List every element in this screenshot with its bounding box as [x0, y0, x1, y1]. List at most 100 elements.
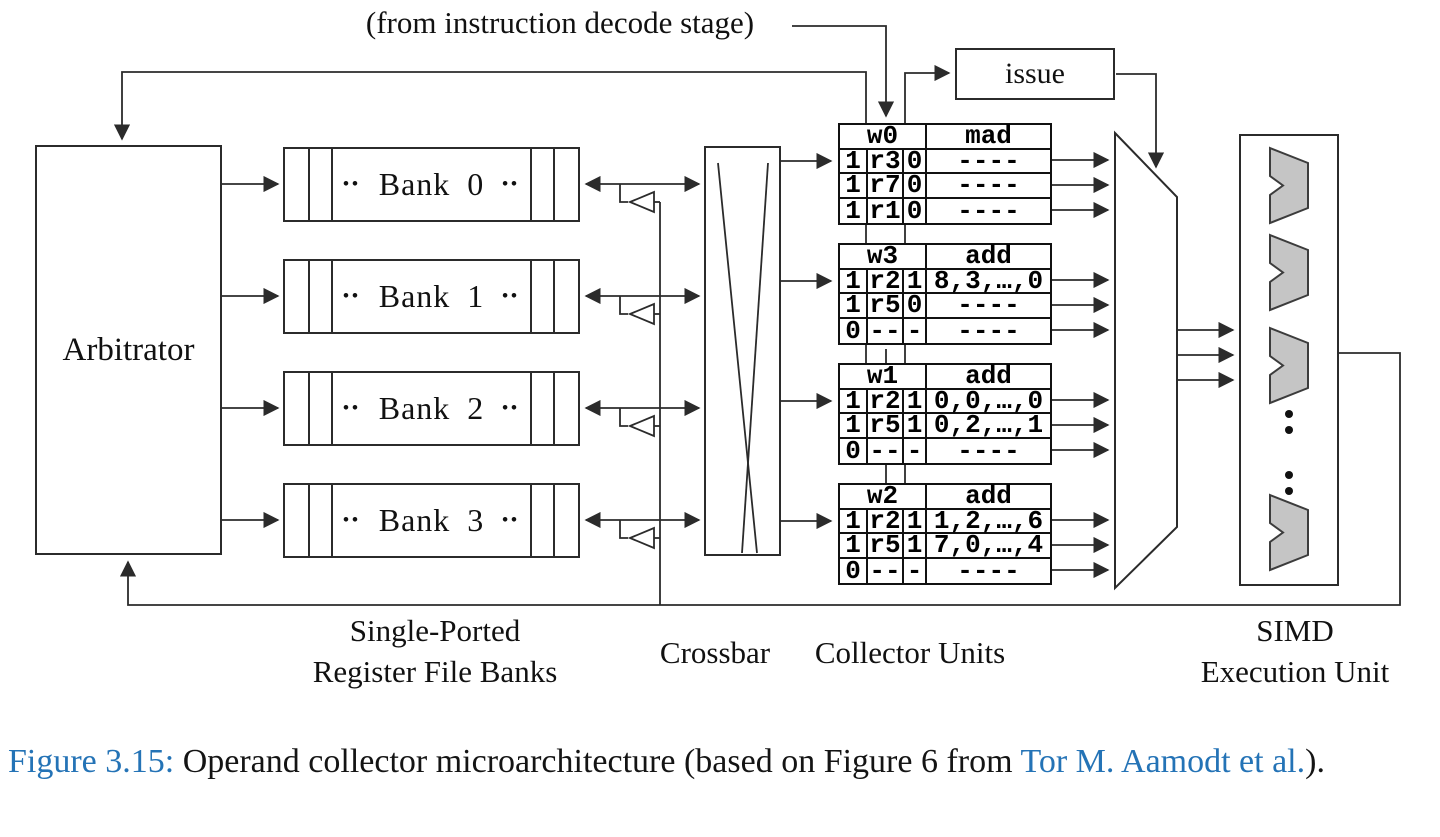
- cu-cell: r7: [868, 173, 904, 199]
- bank-slot-divider: [308, 149, 310, 220]
- cu-cell: -: [904, 318, 927, 343]
- cu-cell: 1: [904, 533, 927, 559]
- cu-cell: 0: [840, 318, 868, 343]
- cu-cell: r2: [868, 508, 904, 534]
- register-banks-label: Single-Ported Register File Banks: [280, 610, 590, 692]
- issue-box: issue: [955, 48, 1115, 100]
- alu-icon: [1269, 233, 1309, 312]
- alu-icon: [1269, 326, 1309, 405]
- bank-slot-divider: [308, 485, 310, 556]
- cu-op-label: add: [927, 244, 1050, 270]
- buffer-triangle-icon: [627, 302, 655, 326]
- ellipsis-dot: [1285, 426, 1293, 434]
- cu-cell: --: [868, 438, 904, 463]
- bank-dots: ••: [343, 173, 361, 193]
- bank-label: Bank 2: [378, 390, 485, 426]
- mux-shape: [1114, 130, 1178, 591]
- cu-cell: 0: [904, 173, 927, 199]
- simd-label-line1: SIMD: [1256, 613, 1334, 648]
- bank-slot-divider: [308, 261, 310, 332]
- cu-cell: 0: [840, 438, 868, 463]
- buffer-triangle-icon: [627, 526, 655, 550]
- bank-label: Bank 3: [378, 502, 485, 538]
- cu-cell: r3: [868, 148, 904, 174]
- cu-cell: r2: [868, 268, 904, 294]
- cu-cell: 1: [840, 533, 868, 559]
- bank-slot-divider: [331, 149, 333, 220]
- wire-issue-to-mux: [1116, 73, 1165, 169]
- wire-buffer2: [619, 408, 628, 427]
- figure-caption: Figure 3.15: Operand collector microarch…: [8, 739, 1432, 784]
- bank-slot-divider: [530, 261, 532, 332]
- bank-label: Bank 1: [378, 278, 485, 314]
- decode-stage-note: (from instruction decode stage): [365, 5, 755, 40]
- arbitrator-box: Arbitrator: [35, 145, 222, 555]
- bank-slot-divider: [553, 485, 555, 556]
- arbitrator-label: Arbitrator: [62, 331, 195, 368]
- cu-cell: ----: [957, 435, 1020, 466]
- cu-cell: 1: [904, 268, 927, 294]
- cu-cell: 1: [840, 388, 868, 414]
- cu-cell: 1: [904, 508, 927, 534]
- crossbar-x-line: [717, 162, 758, 554]
- buffer-triangle-icon: [627, 190, 655, 214]
- cu-cell: 1: [840, 268, 868, 294]
- cu-warp-label: w0: [840, 124, 927, 150]
- cu-cell: r2: [868, 388, 904, 414]
- cu-cell: 1,2,…,6: [927, 508, 1050, 534]
- caption-text-end: ).: [1305, 743, 1325, 780]
- register-banks-label-line1: Single-Ported: [349, 613, 521, 648]
- cu-cell: 0: [840, 558, 868, 583]
- wire-collector-to-arbitrator: [113, 71, 867, 141]
- ellipsis-dot: [1285, 471, 1293, 479]
- bank-dots: ••: [502, 285, 520, 305]
- bank-slot-divider: [331, 485, 333, 556]
- cu-cell: r5: [868, 413, 904, 439]
- cu-cell: 1: [904, 388, 927, 414]
- wire-buffer3: [619, 520, 628, 539]
- wire-decode-to-collector: [792, 25, 895, 118]
- bank-dots: ••: [502, 397, 520, 417]
- register-bank-1: •• •• Bank 1: [283, 259, 580, 334]
- cu-cell: r1: [868, 198, 904, 223]
- bank-slot-divider: [331, 373, 333, 444]
- cu-cell: 7,0,…,4: [927, 533, 1050, 559]
- cu-cell: 0: [904, 148, 927, 174]
- cu-cell: --: [868, 558, 904, 583]
- bank-slot-divider: [530, 485, 532, 556]
- cu-op-label: add: [927, 484, 1050, 510]
- wire-buffer1: [619, 296, 628, 315]
- diagram-wires: [113, 25, 1401, 606]
- bank-slot-divider: [530, 373, 532, 444]
- cu-cell: ----: [957, 315, 1020, 346]
- cu-cell: -: [904, 558, 927, 583]
- cu-cell: 1: [840, 293, 868, 319]
- cu-cell: 1: [904, 413, 927, 439]
- bank-dots: ••: [343, 285, 361, 305]
- cu-warp-label: w1: [840, 364, 927, 390]
- wire-buffer0: [619, 184, 628, 203]
- cu-op-label: mad: [927, 124, 1050, 150]
- bank-slot-divider: [553, 373, 555, 444]
- register-bank-0: ••••Bank 0: [283, 147, 580, 222]
- crossbar-label: Crossbar: [659, 635, 771, 670]
- crossbar-x-line: [741, 162, 769, 554]
- cu-cell: 1: [840, 173, 868, 199]
- cu-warp-label: w2: [840, 484, 927, 510]
- register-bank-2: ••••Bank 2: [283, 371, 580, 446]
- alu-icon: [1269, 146, 1309, 225]
- bank-slot-divider: [530, 149, 532, 220]
- bank-slot-divider: [553, 261, 555, 332]
- cu-cell: ----: [957, 195, 1020, 226]
- register-banks-label-line2: Register File Banks: [312, 654, 558, 689]
- bank-dots: ••: [343, 509, 361, 529]
- cu-cell: ----: [957, 555, 1020, 586]
- bank-label: Bank 0: [378, 166, 485, 202]
- caption-link-aamodt[interactable]: Tor M. Aamodt et al.: [1020, 743, 1306, 780]
- simd-label-line2: Execution Unit: [1200, 654, 1390, 689]
